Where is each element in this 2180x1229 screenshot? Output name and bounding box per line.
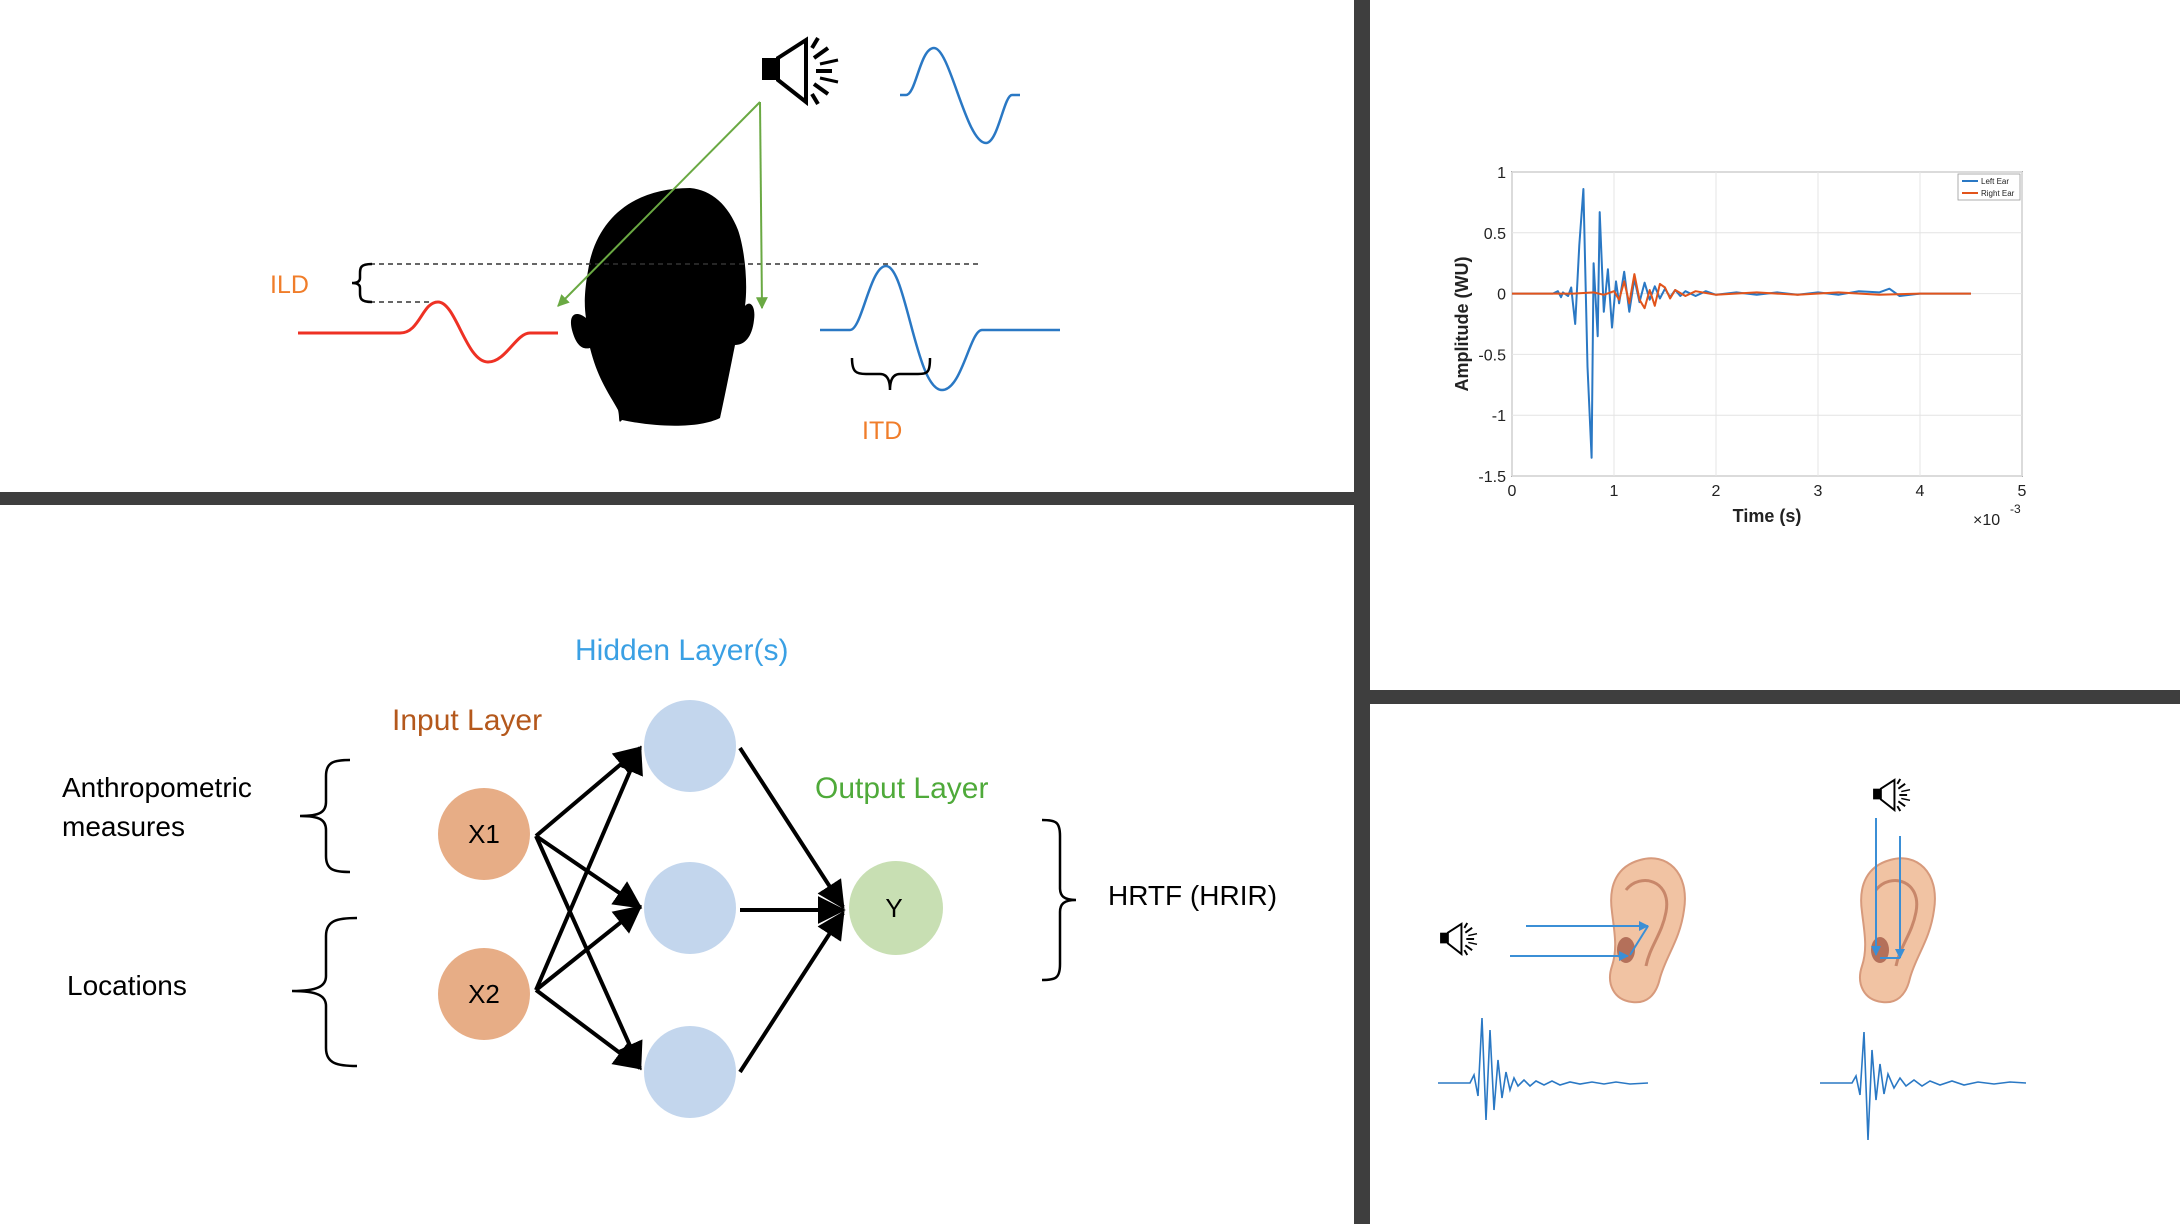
- legend-right-ear-label: Right Ear: [1981, 189, 2015, 198]
- input-desc-line2: measures: [62, 811, 185, 842]
- chart-x-scale-exponent: -3: [2010, 502, 2021, 516]
- edge-h1-y: [738, 746, 845, 910]
- node-y: [849, 861, 943, 955]
- itd-brace: [850, 357, 932, 391]
- divider-right-horizontal: [1362, 690, 2180, 704]
- legend-box: [1957, 173, 2021, 201]
- chart-legend: Left Ear Right Ear: [1957, 173, 2021, 201]
- left-ear-wave: [298, 300, 558, 364]
- chart-ylabel: Amplitude (WU): [1452, 257, 1472, 392]
- ild-brace: [351, 262, 373, 304]
- locations-brace: [291, 916, 358, 1068]
- legend-left-ear-label: Left Ear: [1981, 177, 2009, 186]
- speaker-icon-top: [1872, 778, 1912, 812]
- edge-x1-h1: [534, 746, 643, 838]
- node-hidden-3: [644, 1026, 736, 1118]
- edge-x2-h3: [534, 988, 643, 1070]
- input-desc-locations: Locations: [67, 970, 187, 1001]
- input-desc-line1: Anthropometric: [62, 772, 252, 803]
- panel-network: Hidden Layer(s) Input Layer Output Layer…: [62, 634, 1277, 1118]
- ytick-label-4: -1: [1492, 408, 1506, 425]
- xtick-label-0: 0: [1508, 483, 1517, 500]
- itd-label: ITD: [862, 417, 902, 445]
- ild-label: ILD: [270, 271, 309, 299]
- ytick-label-5: -1.5: [1478, 469, 1506, 486]
- source-wave: [900, 46, 1020, 145]
- panel-localization: ILD ITD: [270, 38, 1060, 445]
- node-x1: [438, 788, 530, 880]
- ear-icon-side: [1609, 857, 1686, 1004]
- chart-xlabel: Time (s): [1733, 506, 1802, 526]
- chart-plot-area: [1511, 171, 2023, 477]
- divider-left-horizontal: [0, 492, 1362, 505]
- node-x2-label: X2: [468, 979, 500, 1009]
- chart-series: [1512, 188, 1971, 459]
- output-layer-label: Output Layer: [815, 772, 988, 805]
- right-ear-wave: [820, 264, 1060, 392]
- network-connections: [534, 745, 846, 1074]
- series-line-1: [1512, 273, 1971, 310]
- ear-icon-top: [1859, 857, 1936, 1004]
- node-x1-label: X1: [468, 819, 500, 849]
- speaker-icon-side: [1439, 922, 1478, 956]
- node-x2: [438, 948, 530, 1040]
- head-silhouette: [570, 188, 755, 426]
- hidden-layer-label: Hidden Layer(s): [575, 634, 788, 667]
- node-hidden-1: [644, 700, 736, 792]
- node-hidden-2: [644, 862, 736, 954]
- xtick-label-1: 1: [1610, 483, 1619, 500]
- output-desc: HRTF (HRIR): [1108, 880, 1277, 911]
- speaker-icon: [762, 38, 838, 104]
- ytick-label-1: 0.5: [1484, 226, 1506, 243]
- xtick-label-3: 3: [1814, 483, 1823, 500]
- xtick-label-2: 2: [1712, 483, 1721, 500]
- output-brace: [1041, 818, 1077, 982]
- edge-h3-y: [738, 910, 845, 1074]
- hrir-top-wave: [1820, 1031, 2027, 1141]
- xtick-label-5: 5: [2018, 483, 2027, 500]
- edge-x1-h3: [534, 835, 643, 1071]
- ytick-label-2: 0: [1497, 287, 1506, 304]
- input-layer-label: Input Layer: [392, 704, 542, 737]
- chart-ticks: 0 1 2 3 4 5 1 0.5 0 -0.5 -1 -1.5: [1478, 165, 2026, 500]
- divider-vertical: [1354, 0, 1370, 1224]
- anthropometric-brace: [299, 758, 351, 874]
- ytick-label-0: 1: [1497, 165, 1506, 182]
- ytick-label-3: -0.5: [1478, 347, 1506, 364]
- hrir-chart: 0 1 2 3 4 5 1 0.5 0 -0.5 -1 -1.5 Time (s) Amplitude…: [1452, 165, 2027, 529]
- xtick-label-4: 4: [1916, 483, 1925, 500]
- hrir-side-wave: [1438, 1017, 1649, 1121]
- edge-x2-h2: [534, 905, 643, 992]
- edge-x2-h1: [534, 745, 643, 991]
- reflection-side: [1629, 925, 1649, 956]
- ray-to-right-ear: [755, 101, 768, 310]
- ray-to-left-ear: [557, 101, 761, 307]
- chart-x-scale-label: ×10: [1973, 512, 2000, 529]
- node-y-label: Y: [885, 893, 902, 923]
- panel-ears: [1438, 778, 2027, 1141]
